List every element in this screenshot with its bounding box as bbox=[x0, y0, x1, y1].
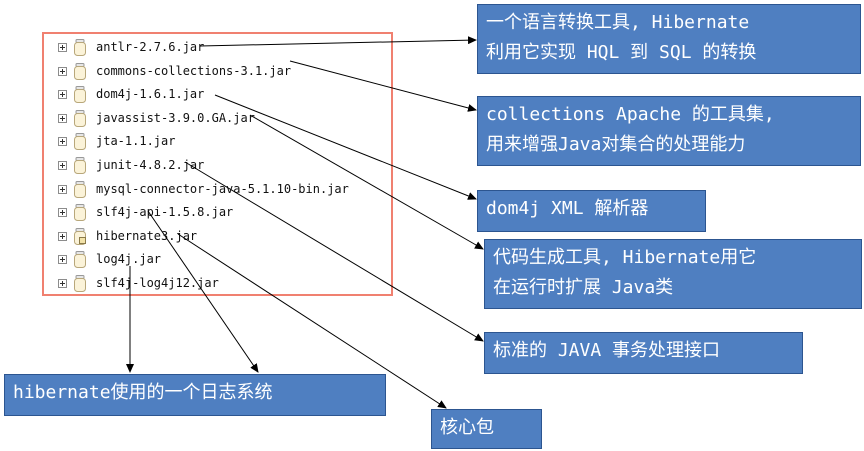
callout-jta: 标准的 JAVA 事务处理接口 bbox=[484, 332, 803, 374]
expand-plus-icon[interactable] bbox=[58, 136, 67, 146]
callout-core: 核心包 bbox=[431, 409, 542, 449]
jar-label: antlr-2.7.6.jar bbox=[96, 40, 205, 54]
jar-label: mysql-connector-java-5.1.10-bin.jar bbox=[96, 182, 349, 196]
jar-label: junit-4.8.2.jar bbox=[96, 158, 205, 172]
callout-line: 代码生成工具, Hibernate用它 bbox=[493, 247, 757, 268]
arrow-commons-collections bbox=[289, 60, 477, 112]
expand-plus-icon[interactable] bbox=[58, 160, 67, 170]
arrow-javassist bbox=[249, 114, 484, 250]
expand-plus-icon[interactable] bbox=[58, 42, 67, 52]
callout-line: hibernate使用的一个日志系统 bbox=[13, 382, 273, 403]
arrow-jta bbox=[184, 161, 484, 342]
arrow-dom4j bbox=[214, 94, 477, 200]
jar-row-mysql-connector[interactable]: mysql-connector-java-5.1.10-bin.jar bbox=[58, 178, 349, 200]
arrow-slf4j-api-logging bbox=[147, 210, 259, 373]
jar-icon bbox=[74, 156, 86, 174]
callout-commons-collections: collections Apache 的工具集, 用来增强Java对集合的处理能… bbox=[477, 96, 861, 166]
expand-plus-icon[interactable] bbox=[58, 66, 67, 76]
callout-dom4j: dom4j XML 解析器 bbox=[477, 190, 706, 232]
callout-line: dom4j XML 解析器 bbox=[486, 198, 649, 219]
jar-row-jta[interactable]: jta-1.1.jar bbox=[58, 130, 175, 152]
expand-plus-icon[interactable] bbox=[58, 207, 67, 217]
callout-line: 在运行时扩展 Java类 bbox=[493, 277, 674, 298]
callout-line: 利用它实现 HQL 到 SQL 的转换 bbox=[486, 42, 757, 63]
callout-logging: hibernate使用的一个日志系统 bbox=[4, 374, 386, 416]
jar-locked-icon bbox=[74, 227, 86, 245]
callout-javassist: 代码生成工具, Hibernate用它 在运行时扩展 Java类 bbox=[484, 239, 862, 309]
jar-icon bbox=[74, 38, 86, 56]
callout-line: collections Apache 的工具集, bbox=[486, 104, 775, 125]
expand-plus-icon[interactable] bbox=[58, 113, 67, 123]
callout-line: 标准的 JAVA 事务处理接口 bbox=[493, 340, 721, 361]
jar-row-javassist[interactable]: javassist-3.9.0.GA.jar bbox=[58, 107, 255, 129]
jar-label: jta-1.1.jar bbox=[96, 134, 176, 148]
arrow-antlr bbox=[199, 36, 477, 47]
jar-label: javassist-3.9.0.GA.jar bbox=[96, 111, 255, 125]
jar-label: hibernate3.jar bbox=[96, 229, 198, 243]
jar-icon bbox=[74, 85, 86, 103]
expand-plus-icon[interactable] bbox=[58, 89, 67, 99]
jar-icon bbox=[74, 132, 86, 150]
callout-line: 一个语言转换工具, Hibernate bbox=[486, 12, 750, 33]
jar-label: commons-collections-3.1.jar bbox=[96, 64, 292, 78]
jar-row-slf4j-log4j12[interactable]: slf4j-log4j12.jar bbox=[58, 272, 219, 294]
callout-line: 用来增强Java对集合的处理能力 bbox=[486, 134, 746, 155]
callout-antlr: 一个语言转换工具, Hibernate 利用它实现 HQL 到 SQL 的转换 bbox=[477, 4, 861, 74]
jar-label: slf4j-log4j12.jar bbox=[96, 276, 219, 290]
jar-label: slf4j-api-1.5.8.jar bbox=[96, 205, 234, 219]
jar-row-commons-collections[interactable]: commons-collections-3.1.jar bbox=[58, 60, 291, 82]
jar-icon bbox=[74, 250, 86, 268]
expand-plus-icon[interactable] bbox=[58, 184, 67, 194]
jar-icon bbox=[74, 109, 86, 127]
jar-row-hibernate3[interactable]: hibernate3.jar bbox=[58, 225, 197, 247]
callout-line: 核心包 bbox=[440, 417, 494, 438]
jar-icon bbox=[74, 62, 86, 80]
expand-plus-icon[interactable] bbox=[58, 231, 67, 241]
arrow-hibernate-core bbox=[177, 233, 447, 409]
jar-row-antlr[interactable]: antlr-2.7.6.jar bbox=[58, 36, 204, 58]
expand-plus-icon[interactable] bbox=[58, 254, 67, 264]
expand-plus-icon[interactable] bbox=[58, 278, 67, 288]
jar-icon bbox=[74, 274, 86, 292]
jar-icon bbox=[74, 203, 86, 221]
jar-row-dom4j[interactable]: dom4j-1.6.1.jar bbox=[58, 83, 204, 105]
jar-row-slf4j-api[interactable]: slf4j-api-1.5.8.jar bbox=[58, 201, 233, 223]
jar-row-junit[interactable]: junit-4.8.2.jar bbox=[58, 154, 204, 176]
jar-label: dom4j-1.6.1.jar bbox=[96, 87, 205, 101]
jar-label: log4j.jar bbox=[96, 252, 162, 266]
jar-icon bbox=[74, 180, 86, 198]
jar-row-log4j[interactable]: log4j.jar bbox=[58, 248, 161, 270]
